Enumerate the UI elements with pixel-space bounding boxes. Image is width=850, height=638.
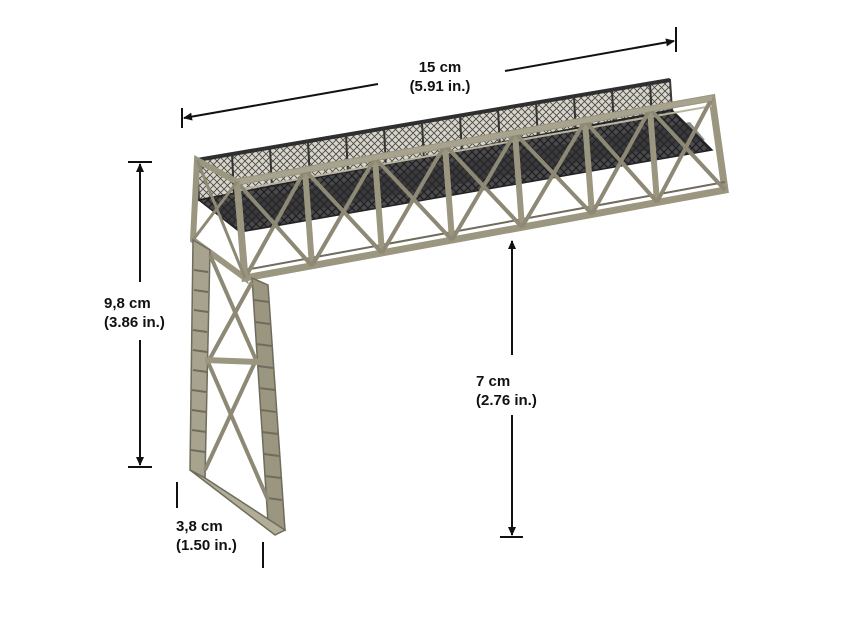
base-width-metric: 3,8 cm — [176, 518, 223, 535]
clearance-imperial: (2.76 in.) — [476, 392, 537, 409]
length-metric: 15 cm — [418, 59, 462, 76]
clearance-metric: 7 cm — [476, 373, 511, 390]
total-height-dimension-label: 9,8 cm (3.86 in.) — [104, 294, 194, 332]
gantry-bridge — [189, 78, 729, 285]
total-height-metric: 9,8 cm — [104, 295, 151, 312]
length-dimension-label: 15 cm (5.91 in.) — [380, 58, 500, 96]
total-height-imperial: (3.86 in.) — [104, 314, 165, 331]
length-imperial: (5.91 in.) — [409, 78, 471, 95]
clearance-dimension-label: 7 cm (2.76 in.) — [476, 372, 566, 410]
dimension-lines — [128, 27, 677, 568]
base-width-dimension-label: 3,8 cm (1.50 in.) — [176, 517, 266, 555]
support-column — [189, 238, 287, 536]
base-width-imperial: (1.50 in.) — [176, 537, 237, 554]
